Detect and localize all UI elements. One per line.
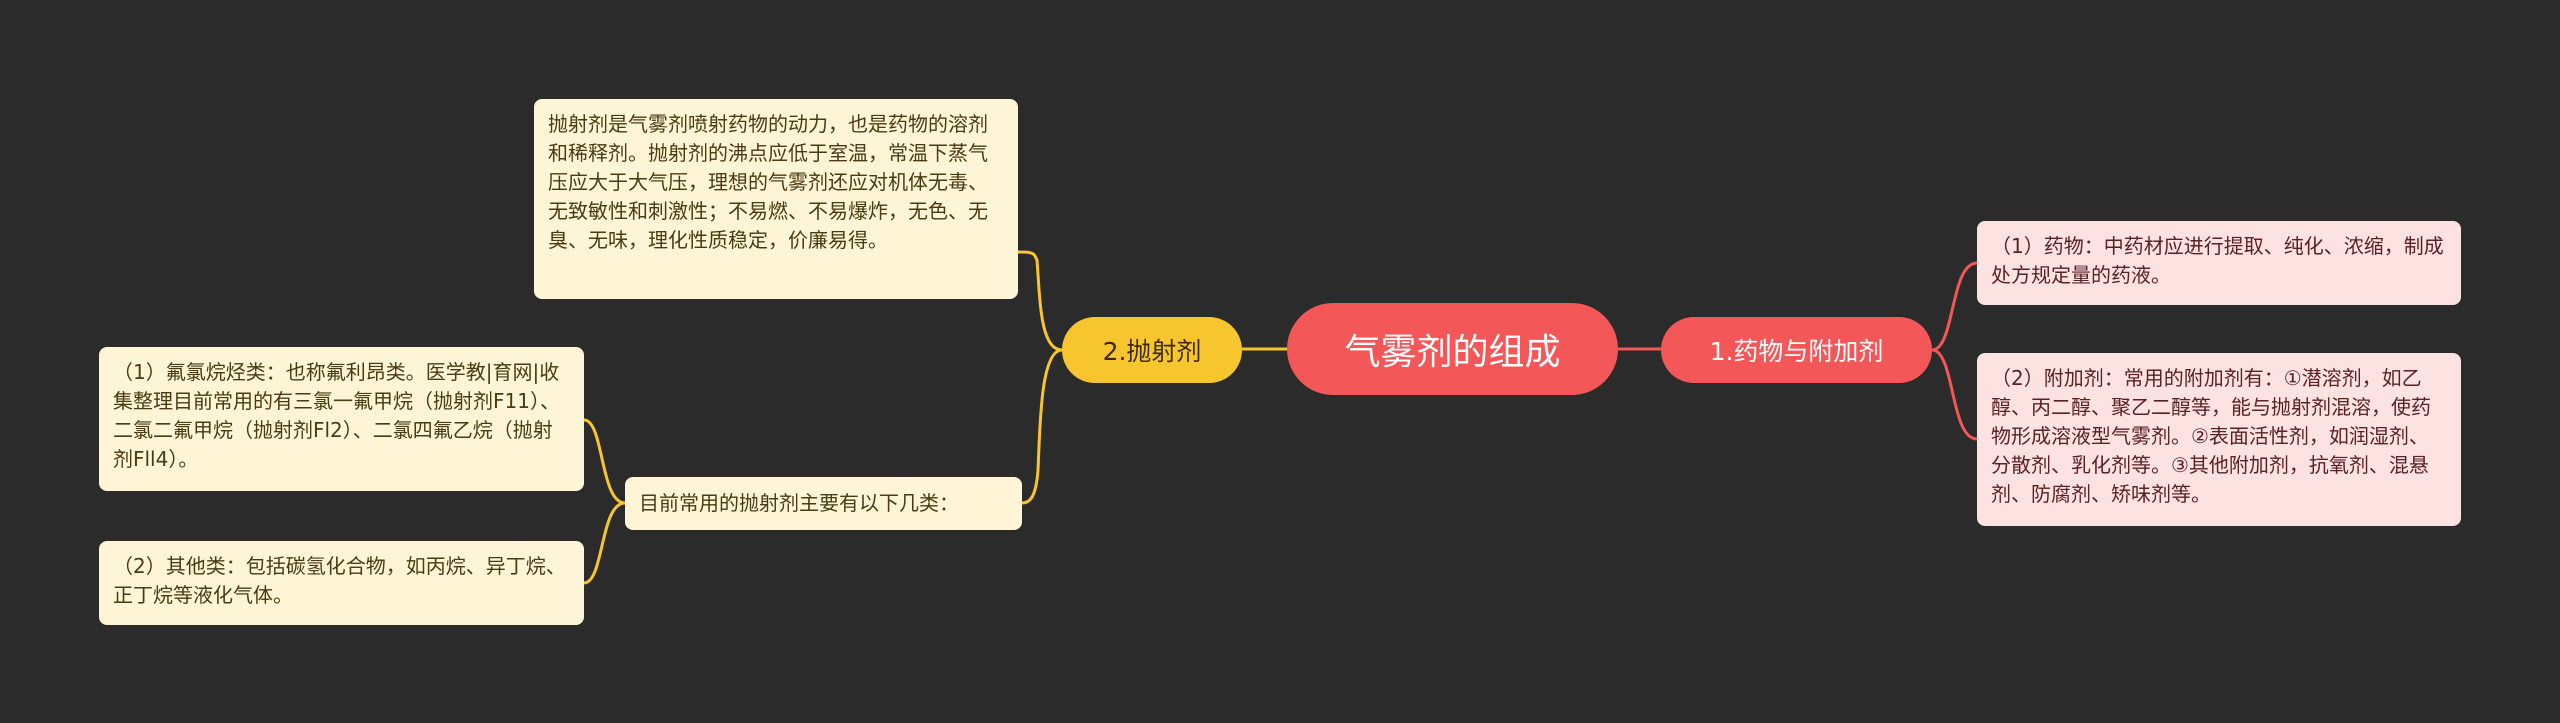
leaf-fluorochlorohydrocarbons[interactable]: （1）氟氯烷烃类：也称氟利昂类。医学教|育网|收集整理目前常用的有三氯一氟甲烷（… [99,347,584,491]
root-topic-label: 气雾剂的组成 [1344,332,1561,373]
branch-drugs-additives[interactable]: 1.药物与附加剂 [1661,317,1932,383]
leaf-drug[interactable]: （1）药物：中药材应进行提取、纯化、浓缩，制成处方规定量的药液。 [1977,221,2461,305]
leaf-propellant-definition[interactable]: 抛射剂是气雾剂喷射药物的动力，也是药物的溶剂和稀释剂。抛射剂的沸点应低于室温，常… [534,99,1018,299]
leaf-other-propellants-text: （2）其他类：包括碳氢化合物，如丙烷、异丁烷、正丁烷等液化气体。 [113,554,566,607]
leaf-fluorochlorohydrocarbons-text: （1）氟氯烷烃类：也称氟利昂类。医学教|育网|收集整理目前常用的有三氯一氟甲烷（… [113,360,560,471]
branch-propellant[interactable]: 2.抛射剂 [1062,317,1242,383]
connector-left-leaf-1 [1017,250,1063,352]
connector-sub-child-1 [583,418,626,505]
leaf-propellant-types-text: 目前常用的抛射剂主要有以下几类： [639,491,959,515]
leaf-additives-text: （2）附加剂：常用的附加剂有：①潜溶剂，如乙醇、丙二醇、聚乙二醇等，能与抛射剂混… [1991,366,2431,506]
connector-right-leaf-2 [1931,348,1978,441]
leaf-drug-text: （1）药物：中药材应进行提取、纯化、浓缩，制成处方规定量的药液。 [1991,234,2444,287]
leaf-propellant-types[interactable]: 目前常用的抛射剂主要有以下几类： [625,477,1022,530]
leaf-other-propellants[interactable]: （2）其他类：包括碳氢化合物，如丙烷、异丁烷、正丁烷等液化气体。 [99,541,584,625]
branch-drugs-additives-label: 1.药物与附加剂 [1709,337,1884,366]
connector-left-leaf-2 [1021,348,1063,505]
root-topic[interactable]: 气雾剂的组成 [1287,303,1618,395]
connector-right-leaf-1 [1931,261,1978,352]
leaf-propellant-definition-text: 抛射剂是气雾剂喷射药物的动力，也是药物的溶剂和稀释剂。抛射剂的沸点应低于室温，常… [548,112,988,252]
branch-propellant-label: 2.抛射剂 [1102,337,1202,366]
connector-sub-child-2 [583,501,626,585]
leaf-additives[interactable]: （2）附加剂：常用的附加剂有：①潜溶剂，如乙醇、丙二醇、聚乙二醇等，能与抛射剂混… [1977,353,2461,526]
